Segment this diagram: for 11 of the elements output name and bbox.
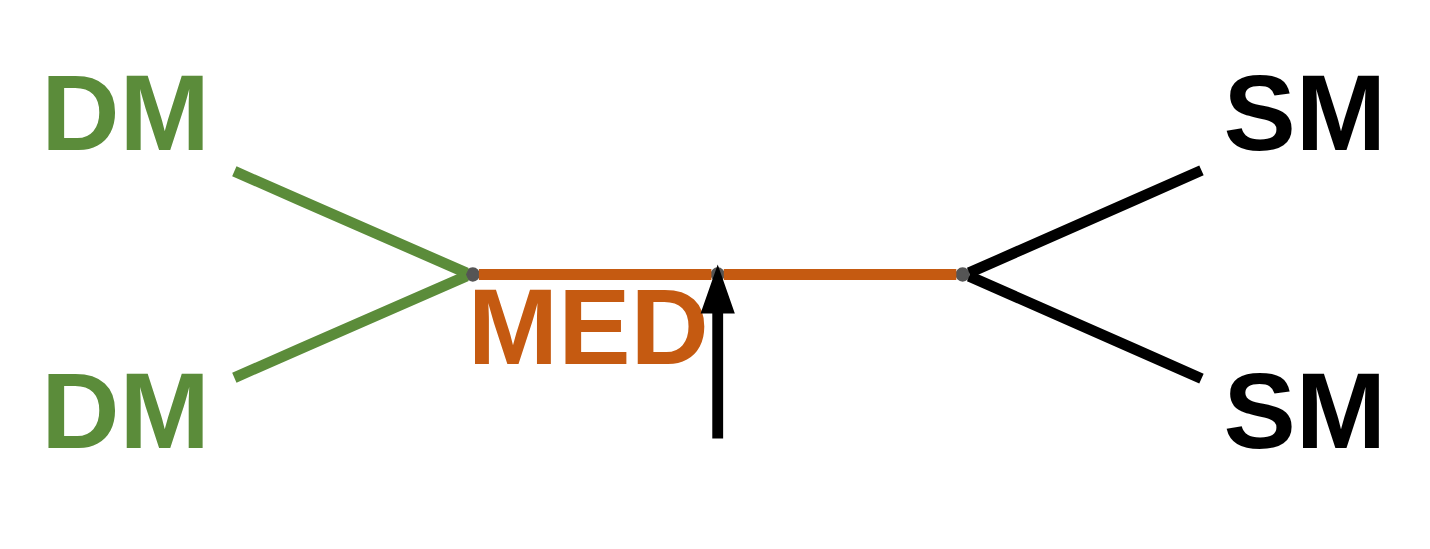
node-text: SM	[1223, 51, 1387, 173]
node-text: SM	[1223, 350, 1387, 472]
connector	[232, 271, 469, 383]
node-point	[955, 267, 970, 282]
node-point	[465, 267, 480, 282]
node-text: DM	[41, 350, 210, 472]
node-label: MED	[467, 266, 709, 388]
connector	[478, 269, 712, 280]
connector	[966, 271, 1204, 384]
node-text: DM	[41, 51, 210, 173]
connector	[723, 269, 957, 280]
